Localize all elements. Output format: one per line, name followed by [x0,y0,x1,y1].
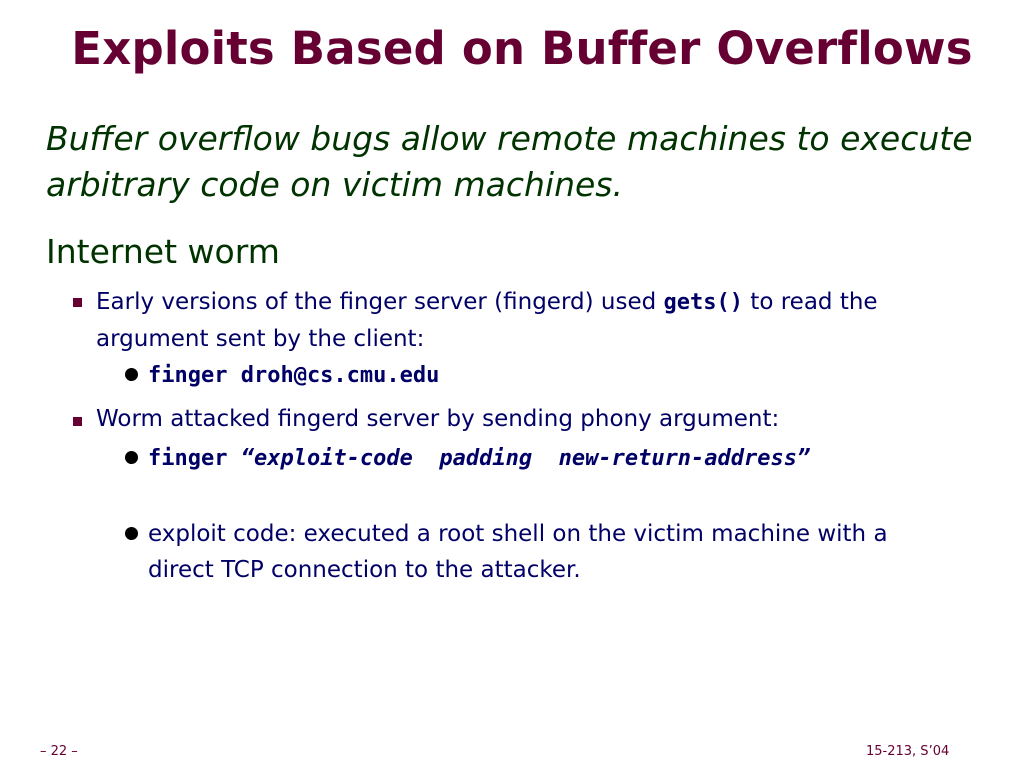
intro-text: Buffer overflow bugs allow remote machin… [46,119,973,204]
round-bullet-icon [125,451,138,464]
round-bullet-icon [125,368,138,381]
bullet-fingerd-gets: Early versions of the finger server (fin… [96,284,926,357]
round-bullet-icon [125,527,138,540]
sub-bullet-phony-argument: finger “exploit-code padding new-return-… [148,439,868,478]
sub-bullet-finger-command: finger droh@cs.cmu.edu [148,357,928,394]
bullet-worm-attack: Worm attacked fingerd server by sending … [96,406,780,432]
sub-bullet-exploit-code: exploit code: executed a root shell on t… [148,521,888,583]
finger-cmd-code: finger [148,446,241,471]
page-number: – 22 – [40,744,78,759]
slide-title: Exploits Based on Buffer Overflows [71,22,973,75]
section-heading: Internet worm [46,232,280,271]
square-bullet-icon [73,298,82,307]
bullet-text-before: Early versions of the finger server (fin… [96,289,664,315]
bullet-text-after: to read the argument sent by the client: [96,289,878,352]
course-label: 15-213, S’04 [866,744,950,759]
square-bullet-icon [73,417,82,426]
exploit-argument-code: “exploit-code padding new-return-address… [240,446,811,471]
finger-command-code: finger droh@cs.cmu.edu [148,363,440,388]
gets-code: gets() [663,290,743,315]
